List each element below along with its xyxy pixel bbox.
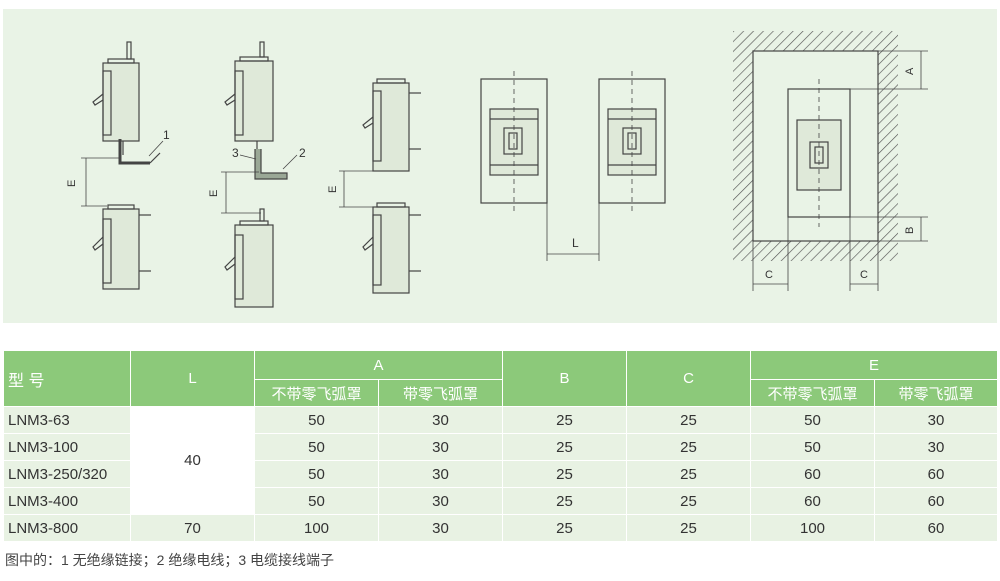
cell-a1: 50	[254, 433, 379, 461]
cell-model: LNM3-250/320	[3, 460, 131, 488]
cell-c: 25	[626, 433, 752, 461]
dimension-e-label-3: E	[327, 186, 339, 193]
header-l: L	[130, 350, 255, 407]
table-row: LNM3-800 70 100 30 25 25 100 60	[3, 514, 999, 542]
dimension-e-label-2: E	[208, 190, 220, 197]
header-b: B	[502, 350, 628, 407]
cell-e2: 60	[874, 460, 999, 488]
table-row: LNM3-63 40 50 30 25 25 50 30	[3, 406, 999, 515]
cell-e2: 30	[874, 433, 999, 461]
cell-c: 25	[626, 460, 752, 488]
cell-a2: 30	[377, 406, 504, 434]
cell-c: 25	[626, 406, 752, 434]
cell-model: LNM3-100	[3, 433, 131, 461]
dimension-a-label: A	[904, 67, 916, 75]
dimension-b-label: B	[904, 227, 916, 234]
breaker-front-view-left	[480, 71, 548, 213]
callout-1-label: 1	[163, 128, 170, 142]
cell-e1: 50	[750, 406, 876, 434]
dimension-e-label-1: E	[66, 180, 78, 187]
callout-3-label: 3	[232, 146, 239, 160]
header-a-with-cover: 带零飞弧罩	[377, 379, 504, 407]
header-e-no-cover: 不带零飞弧罩	[750, 379, 876, 407]
table-row: LNM3-100 50 30 25 25 50 30	[3, 433, 999, 461]
breaker-front-view-right	[598, 71, 666, 213]
table-row: LNM3-250/320 50 30 25 25 60 60	[3, 460, 999, 488]
header-a: A	[253, 350, 504, 380]
cell-a1: 50	[254, 406, 379, 434]
breaker-side-view-1	[92, 41, 161, 290]
header-c: C	[626, 350, 752, 407]
header-a-no-cover: 不带零飞弧罩	[254, 379, 379, 407]
cell-a1: 100	[254, 514, 379, 542]
cell-a2: 30	[377, 514, 504, 542]
cell-e1: 60	[750, 487, 876, 515]
cell-b: 25	[502, 433, 628, 461]
cell-b: 25	[502, 406, 628, 434]
breaker-side-view-2	[224, 41, 288, 308]
dimension-l-label: L	[572, 236, 579, 250]
cell-b: 25	[502, 514, 628, 542]
cell-e2: 60	[874, 487, 999, 515]
cell-c: 25	[626, 487, 752, 515]
cell-a2: 30	[377, 433, 504, 461]
installation-diagram: 1 E 3 2	[3, 9, 997, 323]
cell-a2: 30	[377, 460, 504, 488]
breaker-side-view-3	[362, 78, 421, 294]
header-e-with-cover: 带零飞弧罩	[874, 379, 999, 407]
cell-e1: 100	[750, 514, 876, 542]
footnote: 图中的：1 无绝缘链接；2 绝缘电线；3 电缆接线端子	[5, 552, 335, 568]
cell-c: 25	[626, 514, 752, 542]
dimension-c-label-left: C	[765, 269, 773, 281]
cell-l: 70	[130, 514, 255, 542]
header-model: 型 号	[3, 350, 131, 407]
cell-e2: 60	[874, 514, 999, 542]
cell-model: LNM3-800	[3, 514, 131, 542]
table-row: LNM3-400 50 30 25 25 60 60	[3, 487, 999, 515]
cell-model: LNM3-63	[3, 406, 131, 434]
cell-a1: 50	[254, 460, 379, 488]
cell-model: LNM3-400	[3, 487, 131, 515]
cell-e1: 60	[750, 460, 876, 488]
cell-e2: 30	[874, 406, 999, 434]
spec-table: 型 号 L A B C E 不带零飞弧罩 带零飞弧罩 不带零飞弧罩 带零飞弧罩 …	[3, 350, 999, 542]
cell-b: 25	[502, 460, 628, 488]
callout-2-label: 2	[299, 146, 306, 160]
cell-a2: 30	[377, 487, 504, 515]
header-e: E	[750, 350, 999, 380]
dimension-c-label-right: C	[860, 269, 868, 281]
cell-a1: 50	[254, 487, 379, 515]
enclosure-clearance-view	[733, 31, 898, 261]
cell-e1: 50	[750, 433, 876, 461]
cell-l-group: 40	[130, 406, 255, 515]
cell-b: 25	[502, 487, 628, 515]
